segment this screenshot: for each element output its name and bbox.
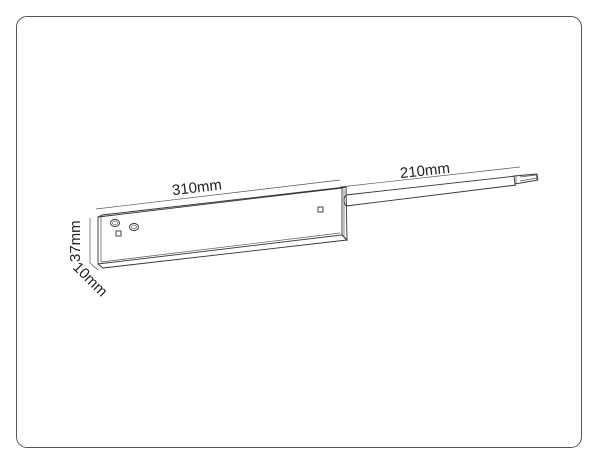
lead-wire	[343, 173, 539, 207]
label-37mm: 37mm	[67, 220, 84, 262]
label-10mm: 10mm	[69, 259, 110, 300]
screw-hole-1-icon	[110, 219, 120, 227]
dimension-depth: 10mm	[69, 259, 110, 300]
label-310mm: 310mm	[171, 176, 223, 199]
tab-right-icon	[317, 206, 324, 213]
label-210mm: 210mm	[399, 160, 451, 182]
connector-body	[97, 186, 348, 269]
dimension-wire-length: 210mm	[339, 160, 521, 188]
dimension-body-length: 310mm	[95, 176, 341, 210]
dimension-height: 37mm	[67, 218, 91, 263]
mounting-features	[110, 206, 324, 237]
screw-hole-2-icon	[129, 223, 139, 231]
tab-left-icon	[115, 230, 122, 237]
